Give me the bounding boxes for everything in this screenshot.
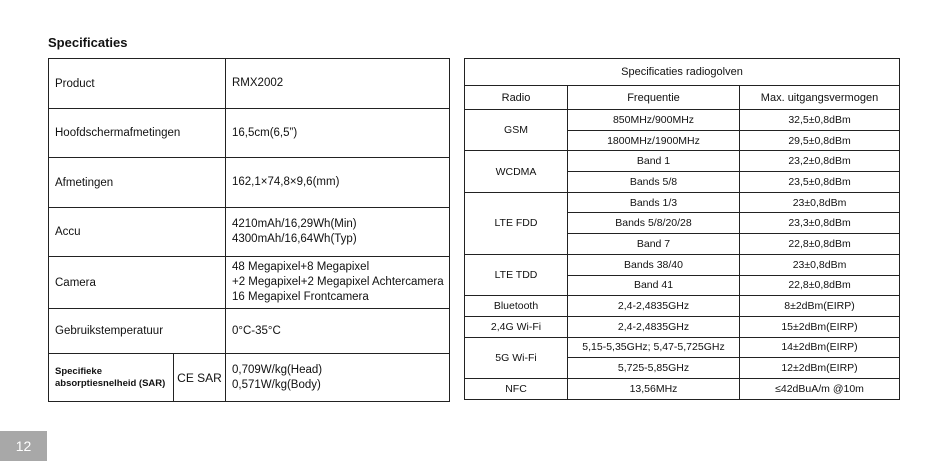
spec-value: +2 Megapixel+2 Megapixel Achtercamera xyxy=(232,276,444,288)
spec-label: Camera xyxy=(55,276,96,289)
spec-row-battery: Accu 4210mAh/16,29Wh(Min) 4300mAh/16,64W… xyxy=(49,208,449,257)
radio-name: 2,4G Wi-Fi xyxy=(464,315,568,338)
power-cell: 23±0,8dBm xyxy=(738,253,901,276)
radio-name: NFC xyxy=(464,377,568,400)
spec-value: 4210mAh/16,29Wh(Min) xyxy=(232,218,357,230)
radio-specifications-table: Specificaties radiogolven Radio Frequent… xyxy=(463,58,901,400)
spec-value: 0,709W/kg(Head) xyxy=(232,363,323,376)
radio-table-caption: Specificaties radiogolven xyxy=(463,58,901,86)
frequency-cell: 2,4-2,4835GHz xyxy=(567,315,740,338)
page-title: Specificaties xyxy=(48,35,128,50)
table-row: 2,4G Wi-Fi 2,4-2,4835GHz 15±2dBm(EIRP) xyxy=(464,315,901,338)
radio-name: 5G Wi-Fi xyxy=(464,336,568,379)
frequency-cell: 13,56MHz xyxy=(567,377,740,400)
spec-value: 16 Megapixel Frontcamera xyxy=(232,291,369,303)
spec-label: Hoofdschermafmetingen xyxy=(55,127,181,139)
power-cell: 22,8±0,8dBm xyxy=(738,233,901,255)
power-cell: 15±2dBm(EIRP) xyxy=(738,315,901,338)
spec-value: 16,5cm(6,5”) xyxy=(232,126,298,139)
radio-name: LTE FDD xyxy=(464,191,568,255)
power-cell: 12±2dBm(EIRP) xyxy=(738,357,901,379)
spec-label: Product xyxy=(55,77,95,90)
spec-label: Afmetingen xyxy=(55,176,114,189)
frequency-cell: Bands 5/8/20/28 xyxy=(567,212,740,235)
spec-label: Gebruikstemperatuur xyxy=(55,325,164,337)
spec-value: 0°C-35°C xyxy=(232,324,281,337)
frequency-cell: Band 41 xyxy=(567,274,740,297)
spec-value: 48 Megapixel+8 Megapixel xyxy=(232,261,370,273)
column-header-power: Max. uitgangsvermogen xyxy=(738,85,901,110)
table-row: Bluetooth 2,4-2,4835GHz 8±2dBm(EIRP) xyxy=(464,295,901,317)
spec-value: 4300mAh/16,64Wh(Typ) xyxy=(232,233,357,245)
power-cell: 29,5±0,8dBm xyxy=(738,129,901,152)
page-number: 12 xyxy=(0,431,47,461)
spec-row-camera: Camera 48 Megapixel+8 Megapixel +2 Megap… xyxy=(49,257,449,309)
frequency-cell: 5,15-5,35GHz; 5,47-5,725GHz xyxy=(567,336,740,359)
power-cell: 23±0,8dBm xyxy=(738,191,901,214)
sar-label-line: Specifieke xyxy=(55,365,102,377)
frequency-cell: Band 1 xyxy=(567,150,740,173)
table-row: LTE FDD Bands 1/3 23±0,8dBm xyxy=(464,191,901,255)
power-cell: 23,2±0,8dBm xyxy=(738,150,901,173)
table-row: NFC 13,56MHz ≤42dBuA/m @10m xyxy=(464,377,901,400)
sar-sub-label: CE SAR xyxy=(177,370,222,385)
frequency-cell: Bands 5/8 xyxy=(567,171,740,193)
table-row: Bands 5/8/20/28 23,3±0,8dBm xyxy=(465,212,901,235)
spec-value: 162,1×74,8×9,6(mm) xyxy=(232,176,340,188)
spec-label: Accu xyxy=(55,226,81,238)
table-row: Band 41 22,8±0,8dBm xyxy=(465,274,901,297)
spec-row-dimensions: Afmetingen 162,1×74,8×9,6(mm) xyxy=(49,158,449,208)
frequency-cell: Band 7 xyxy=(567,233,740,255)
sar-label-line: absorptiesnelheid (SAR) xyxy=(55,377,166,389)
frequency-cell: 850MHz/900MHz xyxy=(567,109,740,131)
frequency-cell: 5,725-5,85GHz xyxy=(567,357,740,379)
frequency-cell: Bands 38/40 xyxy=(567,253,740,276)
power-cell: 32,5±0,8dBm xyxy=(738,109,901,131)
spec-value: RMX2002 xyxy=(232,77,284,89)
spec-row-temperature: Gebruikstemperatuur 0°C-35°C xyxy=(49,309,449,354)
specifications-table: Product RMX2002 Hoofdschermafmetingen 16… xyxy=(48,58,450,402)
spec-row-product: Product RMX2002 xyxy=(49,59,449,109)
radio-name: Bluetooth xyxy=(464,295,568,317)
power-cell: ≤42dBuA/m @10m xyxy=(738,377,901,400)
column-header-frequency: Frequentie xyxy=(567,85,740,110)
power-cell: 23,3±0,8dBm xyxy=(738,212,901,235)
spec-row-sar: Specifieke absorptiesnelheid (SAR) CE SA… xyxy=(49,354,449,401)
table-row: 5G Wi-Fi 5,15-5,35GHz; 5,47-5,725GHz 14±… xyxy=(464,336,901,379)
radio-name: WCDMA xyxy=(464,150,568,193)
power-cell: 22,8±0,8dBm xyxy=(738,274,901,297)
power-cell: 23,5±0,8dBm xyxy=(738,171,901,193)
column-header-radio: Radio xyxy=(464,85,568,110)
frequency-cell: Bands 1/3 xyxy=(567,191,740,214)
spec-value: 0,571W/kg(Body) xyxy=(232,378,321,391)
radio-name: GSM xyxy=(464,108,568,152)
table-row: GSM 850MHz/900MHz 32,5±0,8dBm xyxy=(464,108,901,152)
power-cell: 8±2dBm(EIRP) xyxy=(738,295,901,317)
frequency-cell: 1800MHz/1900MHz xyxy=(567,129,740,152)
table-row: LTE TDD Bands 38/40 23±0,8dBm xyxy=(464,253,901,297)
radio-name: LTE TDD xyxy=(464,253,568,297)
frequency-cell: 2,4-2,4835GHz xyxy=(567,295,740,317)
table-row: WCDMA Band 1 23,2±0,8dBm xyxy=(464,150,901,193)
spec-row-screen: Hoofdschermafmetingen 16,5cm(6,5”) xyxy=(49,109,449,158)
power-cell: 14±2dBm(EIRP) xyxy=(738,336,901,359)
